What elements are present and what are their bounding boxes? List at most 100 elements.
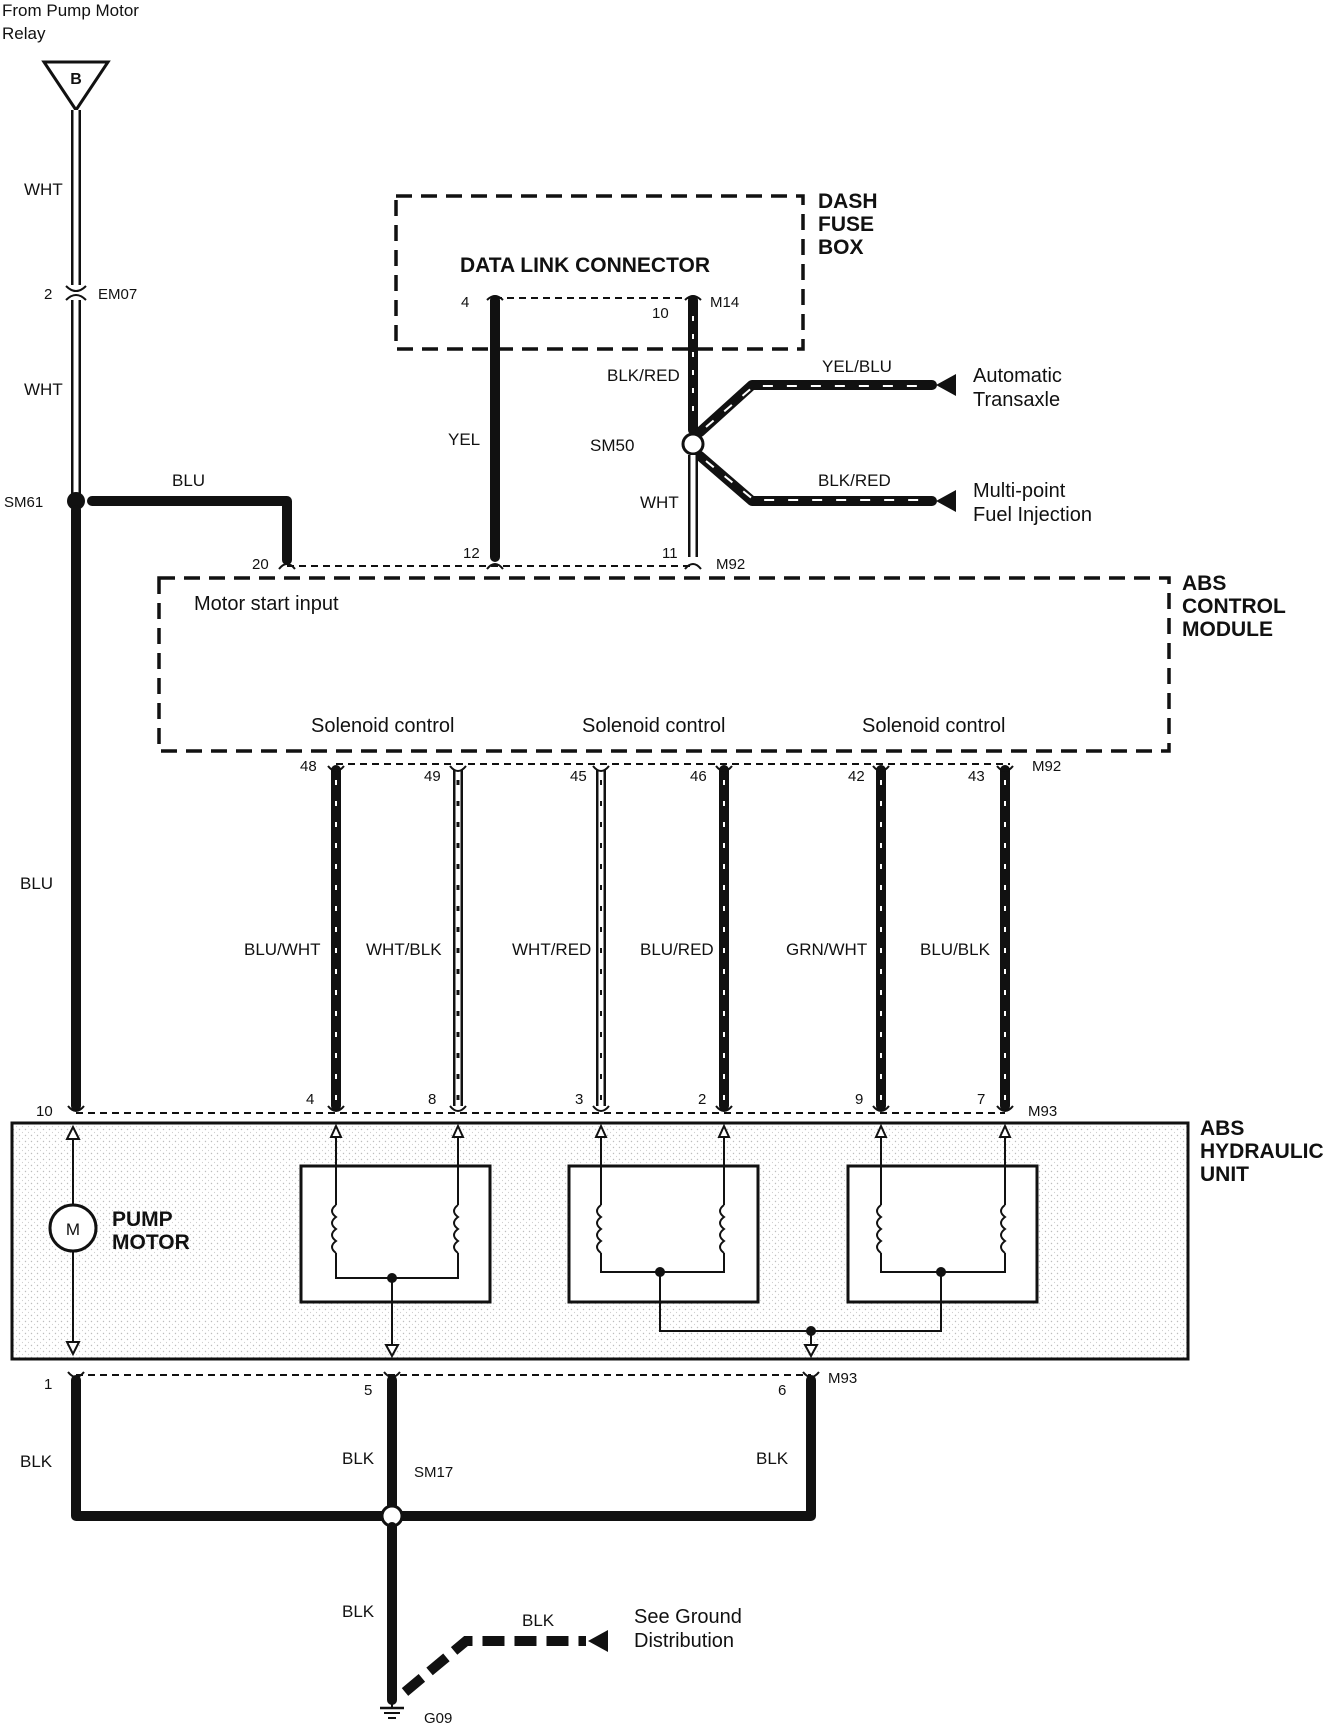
em07-connector-label: EM07 (98, 286, 137, 303)
solenoid-coil-icon (1000, 1204, 1007, 1254)
wire-label-blk-center: BLK (342, 1449, 375, 1468)
see-ground-distribution-line2: Distribution (634, 1630, 734, 1652)
acm-pin-43: 43 (968, 768, 985, 785)
em07-connector-icon (65, 285, 87, 301)
hu-pin-10: 10 (36, 1103, 53, 1120)
wire-label-blu-top: BLU (172, 471, 205, 490)
solenoid-control-label-3: Solenoid control (862, 715, 1005, 737)
hu-pin-1: 1 (44, 1376, 52, 1393)
m93-top-connector-label: M93 (1028, 1103, 1057, 1120)
abs-hydraulic-unit-title-1: ABS (1200, 1117, 1244, 1140)
pump-motor: M (48, 1124, 98, 1357)
acm-pin-42: 42 (848, 768, 865, 785)
solenoid-coil-icon (331, 1204, 338, 1254)
wire-label-wht-mid: WHT (24, 380, 63, 399)
m92-top-terminals-icon (278, 563, 702, 570)
wire-label-blk-lower: BLK (342, 1602, 375, 1621)
acm-pin-48: 48 (300, 758, 317, 775)
terminal-letter: B (70, 71, 82, 88)
dash-fuse-box-title-3: BOX (818, 236, 864, 259)
solenoid-group-1 (299, 1123, 492, 1359)
sm61-label: SM61 (4, 494, 43, 511)
abs-hydraulic-unit-title-2: HYDRAULIC (1200, 1140, 1324, 1163)
acm-pin-45: 45 (570, 768, 587, 785)
acm-pin-11: 11 (662, 545, 678, 562)
automatic-transaxle-line1: Automatic (973, 365, 1062, 387)
wire-label-yel: YEL (448, 430, 480, 449)
wire-label-blu-blk: BLU/BLK (920, 940, 991, 959)
solenoid-wires (331, 765, 1010, 1111)
motor-symbol-text: M (66, 1220, 80, 1239)
yel-blu-wire (695, 380, 937, 437)
dlc-pin-4: 4 (461, 294, 469, 311)
em07-pin-label: 2 (44, 286, 52, 303)
abs-control-module-title-1: ABS (1182, 572, 1226, 595)
wire-label-blk-red-mfi: BLK/RED (818, 471, 891, 490)
wire-label-wht-red: WHT/RED (512, 940, 591, 959)
at-arrow-icon (936, 374, 956, 396)
ground-icon (380, 1700, 404, 1719)
solenoid-coil-icon (719, 1204, 726, 1254)
m92-bottom-connector-label: M92 (1032, 758, 1061, 775)
see-ground-distribution-line1: See Ground (634, 1606, 742, 1628)
wire-label-blk-red-top: BLK/RED (607, 366, 680, 385)
source-label-line1: From Pump Motor (2, 1, 139, 20)
wire-label-blu-red: BLU/RED (640, 940, 714, 959)
abs-control-module (157, 576, 1171, 753)
m14-connector-label: M14 (710, 294, 739, 311)
dash-fuse-box-title-1: DASH (818, 190, 878, 213)
acm-pin-46: 46 (690, 768, 707, 785)
hu-pin-7: 7 (977, 1091, 985, 1108)
wire-label-wht-sm50: WHT (640, 493, 679, 512)
wire-label-blk-left: BLK (20, 1452, 53, 1471)
wire-label-blu-wht: BLU/WHT (244, 940, 321, 959)
hu-pin-5: 5 (364, 1382, 372, 1399)
blk-ground-loop-wire (71, 1375, 816, 1521)
yel-blu-stripe (705, 385, 926, 428)
hu-pin-6: 6 (778, 1382, 786, 1399)
solenoid-group-3 (803, 1123, 1039, 1359)
m93-bottom-connector-label: M93 (828, 1370, 857, 1387)
dlc-pin-10: 10 (652, 305, 669, 322)
data-link-connector-label: DATA LINK CONNECTOR (460, 254, 710, 277)
wire-label-yel-blu: YEL/BLU (822, 357, 892, 376)
mfi-arrow-icon (936, 490, 956, 512)
wire-label-blk-right: BLK (756, 1449, 789, 1468)
wire-label-blu-long: BLU (20, 874, 53, 893)
automatic-transaxle-line2: Transaxle (973, 389, 1060, 411)
acm-pin-12: 12 (463, 545, 480, 562)
solenoid-group-2 (567, 1123, 811, 1332)
sm61-splice-dot (67, 492, 85, 510)
g09-label: G09 (424, 1710, 452, 1726)
pump-motor-label-1: PUMP (112, 1208, 173, 1231)
hu-pin-4: 4 (306, 1091, 314, 1108)
hu-pin-9: 9 (855, 1091, 863, 1108)
solenoid-coil-icon (876, 1204, 883, 1254)
blu-wire-to-pin20 (87, 496, 292, 565)
motor-start-input-label: Motor start input (194, 593, 339, 615)
acm-pin-20: 20 (252, 556, 269, 573)
dash-fuse-box (394, 194, 805, 351)
terminal-triangle-icon (41, 60, 111, 113)
source-label-line2: Relay (2, 24, 46, 43)
solenoid-control-label-1: Solenoid control (311, 715, 454, 737)
abs-hydraulic-unit-title-3: UNIT (1200, 1163, 1249, 1186)
dash-fuse-box-title-2: FUSE (818, 213, 874, 236)
blk-red-mfi-stripe (705, 460, 926, 501)
hu-pin-2: 2 (698, 1091, 706, 1108)
multipoint-fi-line2: Fuel Injection (973, 504, 1092, 526)
motor-icon (48, 1203, 98, 1253)
sm50-splice-dot (681, 432, 705, 456)
wire-label-wht-blk: WHT/BLK (366, 940, 442, 959)
sm17-label: SM17 (414, 1464, 453, 1481)
m92-bottom-terminals-icon (327, 765, 1014, 772)
multipoint-fi-line1: Multi-point (973, 480, 1066, 502)
abs-control-module-title-2: CONTROL (1182, 595, 1286, 618)
blk-red-mfi-wire (695, 451, 937, 506)
m93-top-terminals-icon (67, 1105, 1014, 1112)
solenoid-coil-icon (453, 1204, 460, 1254)
pump-motor-label-2: MOTOR (112, 1231, 190, 1254)
ground-distribution-arrow-icon (588, 1630, 608, 1652)
solenoid-control-label-2: Solenoid control (582, 715, 725, 737)
